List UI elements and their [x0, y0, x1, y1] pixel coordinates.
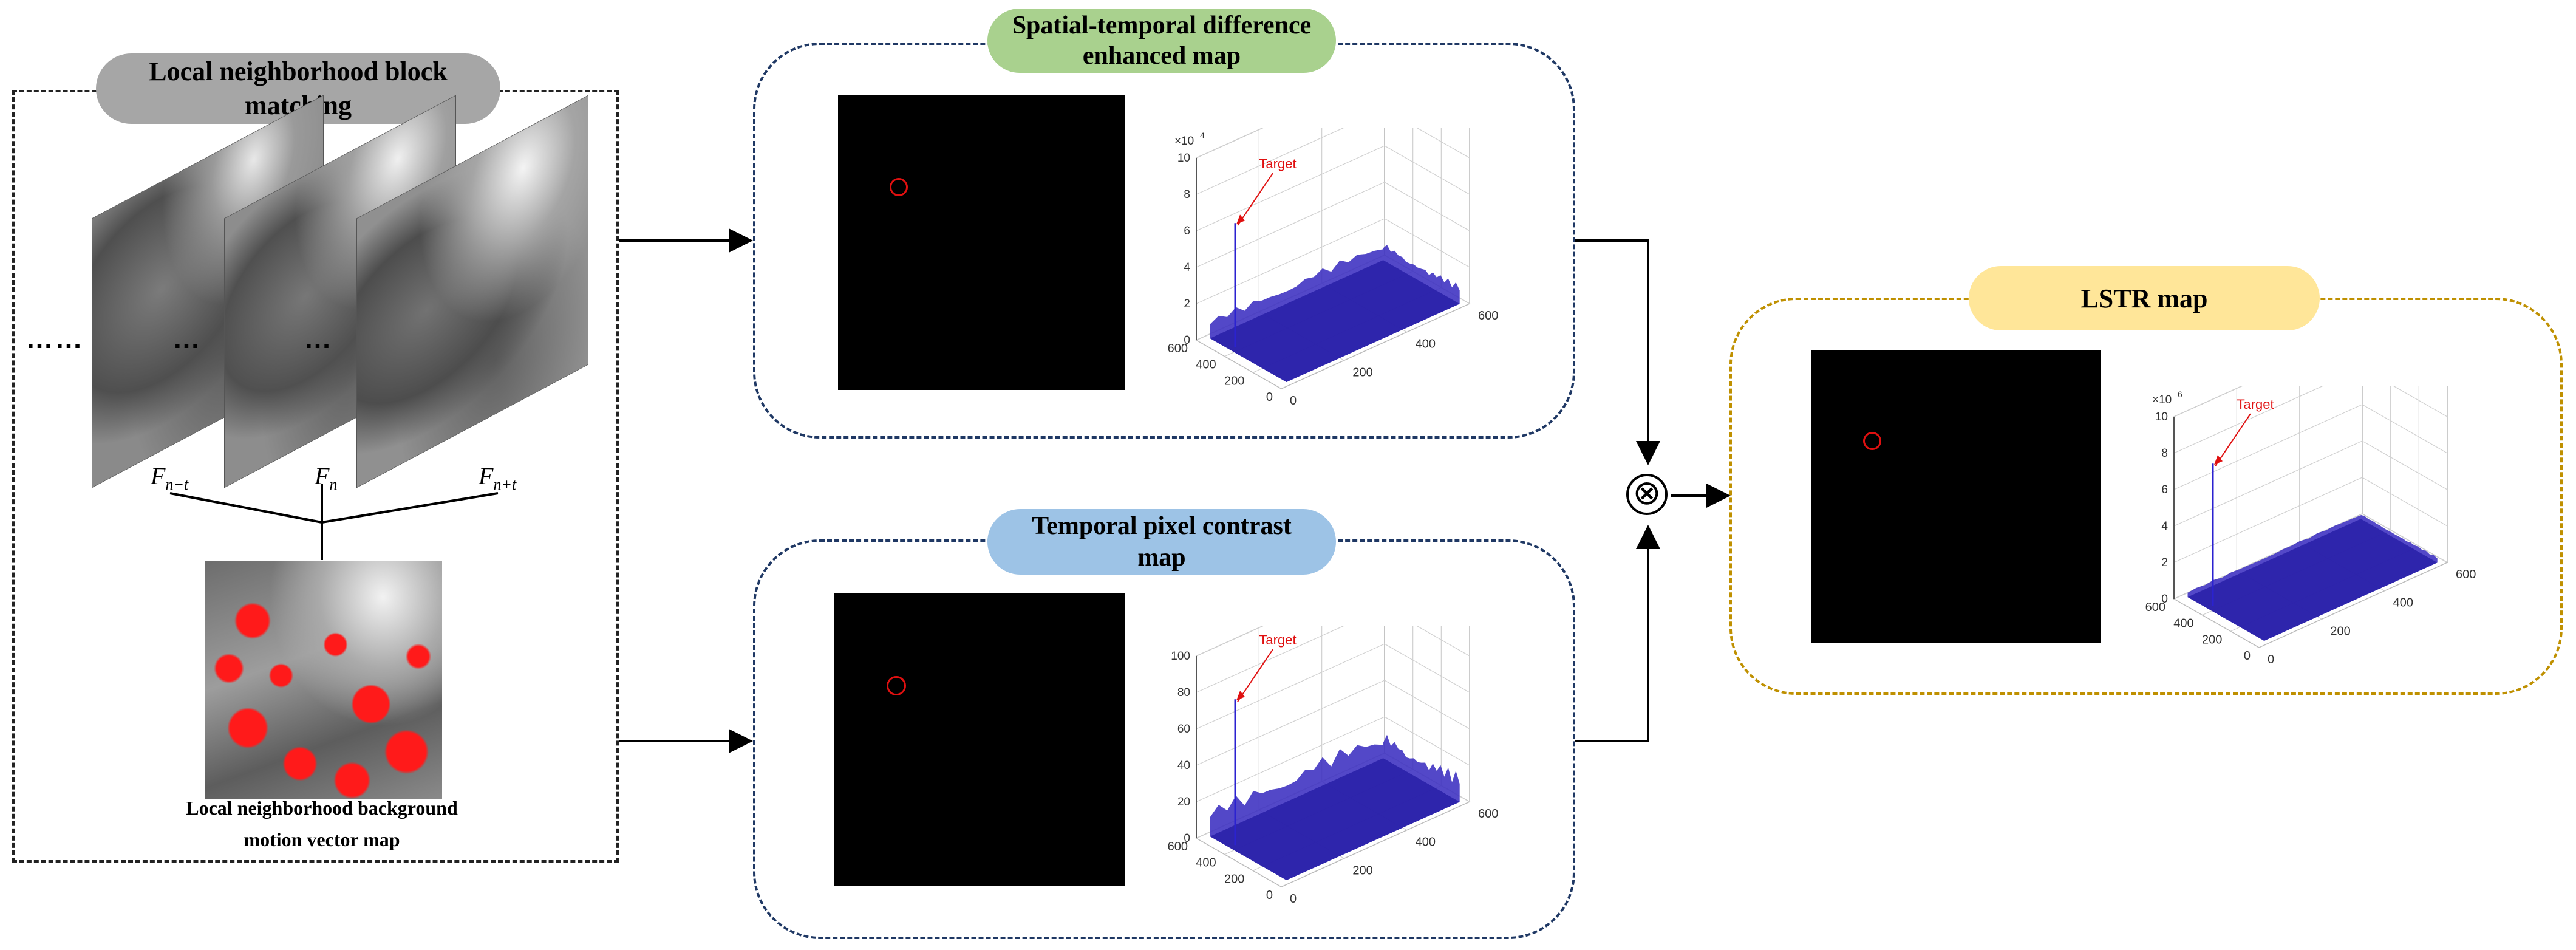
ellipsis-mid1: … [172, 323, 202, 354]
motion-vector-caption-line1: Local neighborhood background [186, 797, 458, 819]
target-arrow-head [2214, 455, 2223, 465]
y-tick-label: 400 [2173, 617, 2193, 630]
surface-floor [1210, 758, 1460, 880]
z-exponent-base: ×10 [2152, 394, 2172, 406]
y-tick-label: 200 [1224, 872, 1244, 886]
spatial-temporal-map-image [838, 95, 1125, 390]
y-tick-label: 400 [1196, 856, 1216, 870]
x-tick-label: 600 [1478, 807, 1498, 821]
multiply-operator: ⊗ [1626, 474, 1668, 515]
y-tick-label: 400 [1196, 358, 1216, 372]
surface-group [1210, 699, 1460, 880]
ellipsis-left: …… [26, 323, 84, 354]
x-tick-label: 400 [1416, 338, 1436, 351]
target-arrow-line [2215, 413, 2251, 466]
motion-vector-map-image [205, 561, 442, 799]
z-tick-label: 0 [1184, 832, 1190, 845]
z-tick-label: 20 [1177, 796, 1190, 808]
z-tick-label: 2 [1184, 298, 1190, 310]
spatial-temporal-title: Spatial-temporal difference enhanced map [987, 9, 1336, 73]
x-tick-label: 200 [1352, 366, 1372, 379]
target-arrow-line [1237, 173, 1273, 226]
y-tick-label: 0 [1266, 391, 1273, 404]
x-tick-label: 200 [1352, 864, 1372, 877]
block-matching-title-text: Local neighborhood block matching [149, 56, 448, 120]
target-label: Target [1259, 632, 1296, 648]
z-tick-label: 0 [1184, 334, 1190, 347]
z-tick-label: 4 [1184, 261, 1190, 274]
target-arrow-head [1236, 214, 1245, 225]
y-tick-label: 0 [1266, 889, 1273, 902]
motion-vector-caption-line2: motion vector map [244, 829, 400, 850]
spatial-target-circle [890, 178, 908, 196]
z-grid-line [2173, 386, 2243, 417]
z-tick-label: 10 [1177, 152, 1190, 165]
temporal-contrast-title: Temporal pixel contrast map [987, 509, 1336, 575]
x-tick-label: 0 [1290, 892, 1297, 906]
motion-vector-caption: Local neighborhood background motion vec… [115, 792, 528, 855]
z-grid-line [1196, 128, 1265, 159]
z-exponent: 6 [2178, 389, 2182, 399]
z-tick-label: 4 [2161, 520, 2168, 533]
x-tick-label: 600 [2456, 568, 2476, 581]
surface-group [2187, 463, 2438, 641]
target-arrow-line [1237, 649, 1273, 702]
z-tick-label: 8 [1184, 188, 1190, 201]
target-label: Target [1259, 156, 1296, 171]
z-tick-label: 6 [2161, 484, 2168, 496]
x-tick-label: 400 [2393, 596, 2413, 610]
z-tick-label: 2 [2161, 556, 2168, 569]
x-tick-label: 600 [1478, 309, 1498, 323]
y-tick-label: 600 [1168, 342, 1188, 355]
y-tick-label: 200 [2202, 633, 2222, 646]
y-tick-label: 200 [1224, 374, 1244, 388]
temporal-target-circle [887, 676, 906, 695]
x-tick-label: 200 [2330, 624, 2350, 638]
z-tick-label: 60 [1177, 723, 1190, 736]
z-tick-label: 80 [1177, 686, 1190, 699]
x-tick-label: 0 [1290, 394, 1297, 408]
z-exponent-base: ×10 [1174, 135, 1194, 148]
z-exponent: 4 [1200, 131, 1205, 140]
target-label: Target [2237, 397, 2274, 412]
z-tick-label: 40 [1177, 759, 1190, 772]
z-tick-label: 0 [2161, 593, 2168, 606]
lstr-title: LSTR map [1969, 266, 2320, 330]
surface-floor [1210, 260, 1460, 382]
frame-label-prev: Fn−t [151, 462, 189, 493]
ellipsis-mid2: … [304, 323, 333, 354]
x-tick-label: 400 [1416, 836, 1436, 849]
y-tick-label: 600 [2145, 601, 2165, 614]
x-tick-label: 0 [2268, 653, 2274, 666]
target-arrow-head [1236, 691, 1245, 701]
lstr-map-image [1811, 350, 2101, 643]
y-tick-label: 600 [1168, 840, 1188, 853]
surface-floor [2187, 519, 2438, 641]
z-tick-label: 10 [2155, 411, 2168, 423]
surface-group [1210, 223, 1460, 382]
multiply-operator-symbol: ⊗ [1632, 473, 1661, 513]
y-tick-label: 0 [2244, 649, 2251, 663]
lstr-title-text: LSTR map [2080, 283, 2208, 313]
frame-label-next: Fn+t [479, 462, 517, 493]
z-tick-label: 8 [2161, 447, 2168, 460]
z-tick-label: 100 [1171, 650, 1190, 663]
temporal-contrast-map-image [834, 593, 1125, 886]
lstr-target-circle [1863, 432, 1881, 450]
z-tick-label: 6 [1184, 225, 1190, 237]
